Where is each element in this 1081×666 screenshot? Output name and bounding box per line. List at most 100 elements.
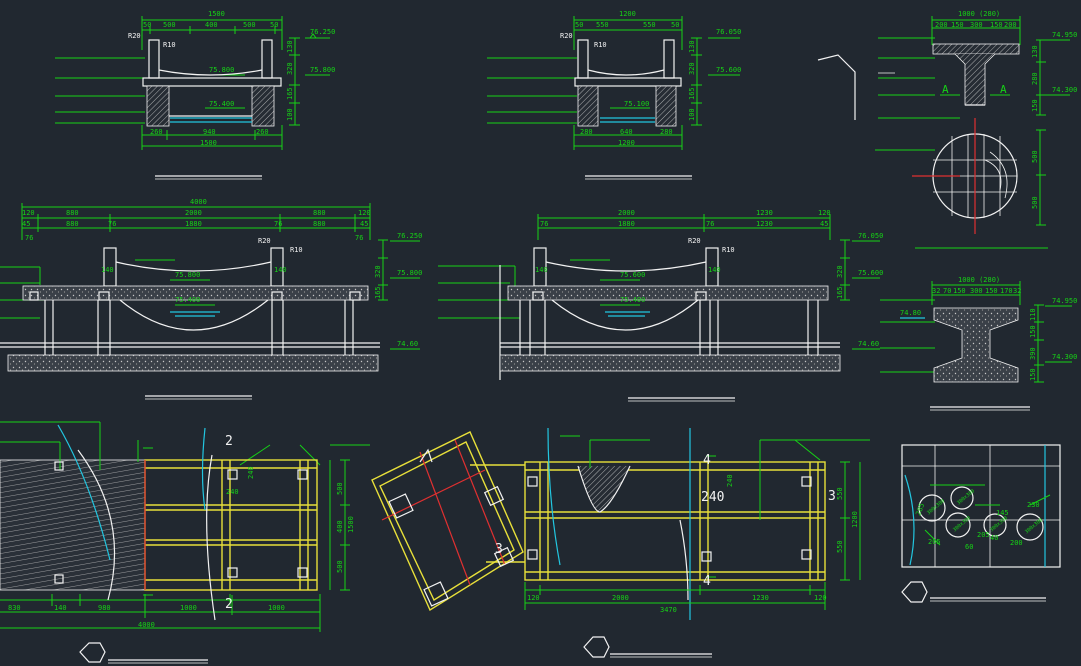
- dim-total: 4000: [138, 621, 155, 629]
- radius-label: R20: [258, 237, 271, 245]
- dim: 500: [1031, 150, 1039, 163]
- section-small-a: 1500 50 500 400 500 50 R20 R10 76.250 75…: [55, 10, 335, 180]
- level-mark: 76.250: [397, 232, 422, 240]
- dim: 1880: [185, 220, 202, 228]
- dim: 500: [1031, 196, 1039, 209]
- dim-total: 1200: [619, 10, 636, 18]
- dim: 280: [660, 128, 673, 136]
- dim-total: 1200: [851, 511, 859, 528]
- dim: 140: [535, 266, 548, 274]
- dim: 400: [336, 520, 344, 533]
- level-mark: 75.800: [175, 271, 200, 279]
- level-mark: 75.800: [397, 269, 422, 277]
- dim: 76: [540, 220, 548, 228]
- dim: 390: [1029, 347, 1037, 360]
- level-mark: 75.400: [175, 296, 200, 304]
- dim: 200: [935, 21, 948, 29]
- dim: 120: [814, 594, 827, 602]
- dim: 140: [708, 266, 721, 274]
- cut-mark: 2: [225, 434, 233, 449]
- dim: 32: [932, 287, 940, 295]
- dim: 880: [66, 220, 79, 228]
- dim: 76: [706, 220, 714, 228]
- dim: 260: [256, 128, 269, 136]
- level-mark: 75.100: [624, 100, 649, 108]
- dim: 550: [836, 487, 844, 500]
- dim: 980: [98, 604, 111, 612]
- detail-marker-icon[interactable]: [79, 642, 106, 663]
- radius-label: R20: [560, 32, 573, 40]
- level-mark: 74.60: [858, 340, 879, 348]
- dim: 150: [1031, 99, 1039, 112]
- dim: 140: [101, 266, 114, 274]
- dim: 240: [726, 474, 734, 487]
- level-mark: 74.80: [900, 309, 921, 317]
- dim: 76: [25, 234, 33, 242]
- cut-mark: 3: [495, 542, 503, 557]
- dim: 830: [8, 604, 21, 612]
- level-mark: 75.800: [310, 66, 335, 74]
- dim: 165: [374, 286, 382, 299]
- stone-label: 300x300: [926, 498, 946, 516]
- dim: 1200: [618, 139, 635, 147]
- stone-detail: 285 205 145 230 205 200 60 40 300x300 30…: [901, 444, 1061, 603]
- dim: 205: [928, 538, 941, 546]
- dim: 140: [54, 604, 67, 612]
- dim: 130: [1031, 45, 1039, 58]
- elevation-left: 4000 120 880 2000 880 120 45 880 76 1880…: [0, 198, 422, 400]
- dim: 300: [970, 287, 983, 295]
- level-mark: 74.300: [1052, 353, 1077, 361]
- dim: 165: [836, 286, 844, 299]
- detail-marker-icon[interactable]: [583, 636, 610, 658]
- dim: 550: [596, 21, 609, 29]
- dim: 45: [360, 220, 368, 228]
- level-mark: 75.400: [620, 296, 645, 304]
- dim: 940: [203, 128, 216, 136]
- dim: 165: [286, 87, 294, 100]
- radius-label: R20: [128, 32, 141, 40]
- radius-label: R20: [688, 237, 701, 245]
- cut-mark: 3: [828, 489, 836, 504]
- dim: 1230: [756, 209, 773, 217]
- railing-profile-sketch: [817, 54, 856, 120]
- dim-total: 1000 (280): [958, 276, 1000, 284]
- dim: 240: [701, 490, 724, 505]
- level-mark: 75.600: [858, 269, 883, 277]
- dim: 120: [527, 594, 540, 602]
- dim: 110: [1029, 308, 1037, 321]
- dim: 550: [836, 540, 844, 553]
- dim: 60: [965, 543, 973, 551]
- dim: 320: [688, 62, 696, 75]
- dim: 205: [977, 531, 990, 539]
- level-mark: 74.950: [1052, 297, 1077, 305]
- level-mark: 75.400: [209, 100, 234, 108]
- detail-marker-icon[interactable]: [901, 581, 928, 603]
- dim: 550: [643, 21, 656, 29]
- dim: 880: [313, 220, 326, 228]
- level-mark: 74.950: [1052, 31, 1077, 39]
- dim: 1000: [180, 604, 197, 612]
- dim: 76: [355, 234, 363, 242]
- dim: 100: [286, 108, 294, 121]
- dim: 70: [943, 287, 951, 295]
- dim: 260: [150, 128, 163, 136]
- section-mark: A: [942, 83, 949, 96]
- radius-label: R10: [722, 246, 735, 254]
- dim: 300: [970, 21, 983, 29]
- dim: 320: [836, 265, 844, 278]
- dim-total: 4000: [190, 198, 207, 206]
- dim: 400: [205, 21, 218, 29]
- dim: 500: [163, 21, 176, 29]
- plan-mid: 120 2000 1230 120 3470 550 550 1200 240 …: [371, 427, 870, 658]
- dim-total: 3470: [660, 606, 677, 614]
- dim: 2000: [185, 209, 202, 217]
- dim: 120: [358, 209, 371, 217]
- dim: 140: [274, 266, 287, 274]
- dim: 500: [336, 482, 344, 495]
- dim: 150: [1029, 325, 1037, 338]
- dim-total: 1500: [208, 10, 225, 18]
- dim: 50: [270, 21, 278, 29]
- dim: 240: [226, 488, 239, 496]
- dim: 76: [108, 220, 116, 228]
